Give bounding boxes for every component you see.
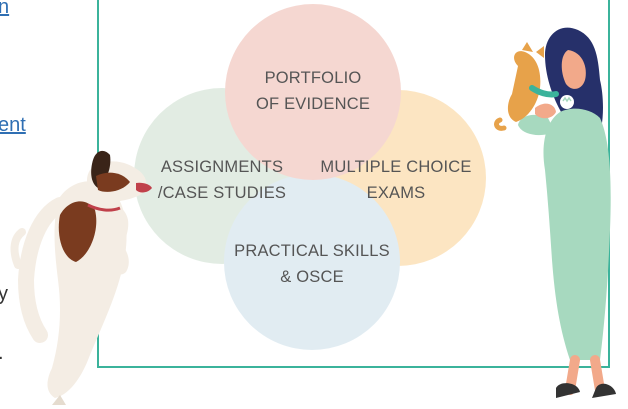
label-assignments-line1: ASSIGNMENTS (161, 158, 283, 176)
dog-illustration (10, 150, 152, 405)
text-fragment-period: . (0, 342, 4, 365)
text-fragment-y: y (0, 283, 8, 305)
label-portfolio-line1: PORTFOLIO (265, 69, 362, 87)
label-portfolio-line2: OF EVIDENCE (256, 95, 370, 113)
label-assignments-line2: /CASE STUDIES (158, 184, 286, 202)
woman-holding-cat-illustration (494, 27, 616, 398)
link-mid-fragment[interactable]: ent (0, 114, 26, 136)
circle-practical (224, 174, 400, 350)
link-top-fragment[interactable]: n (0, 0, 10, 18)
label-practical-line1: PRACTICAL SKILLS (234, 242, 390, 260)
label-mcq-line2: EXAMS (367, 184, 426, 202)
label-practical-line2: & OSCE (280, 268, 344, 286)
label-mcq-line1: MULTIPLE CHOICE (320, 158, 471, 176)
circle-portfolio (225, 4, 401, 180)
